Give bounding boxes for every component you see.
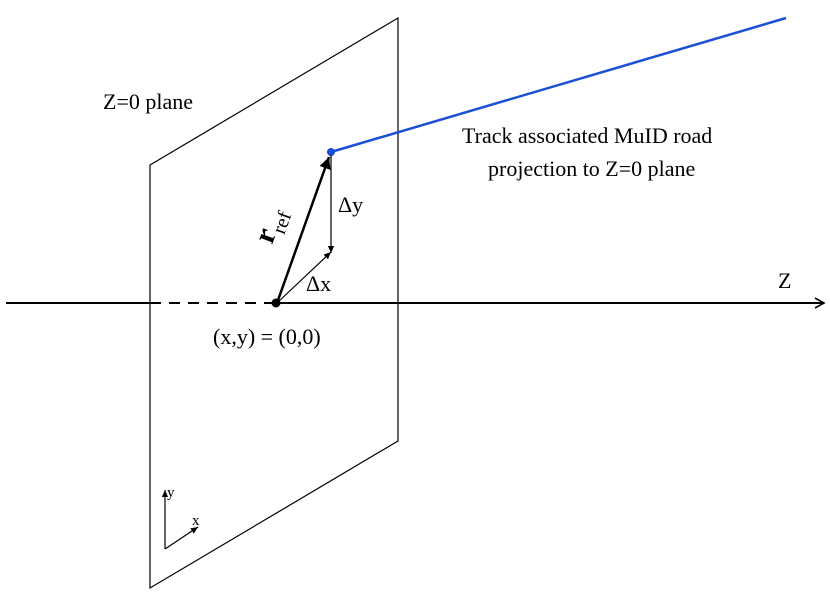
track-intersection-point xyxy=(327,148,335,156)
origin-point xyxy=(271,298,281,308)
delta-x-label: Δx xyxy=(306,271,331,296)
local-x-label: x xyxy=(192,513,200,529)
z0-plane xyxy=(149,16,399,590)
delta-x-component xyxy=(276,251,332,304)
delta-y-label: Δy xyxy=(338,192,363,217)
r-ref-vector xyxy=(275,156,331,304)
svg-text:rref: rref xyxy=(248,202,297,249)
track-label-line1: Track associated MuID road xyxy=(462,123,712,148)
z-axis-label: Z xyxy=(778,268,791,293)
plane-label: Z=0 plane xyxy=(103,89,193,114)
r-ref-label: rref xyxy=(248,202,297,249)
track-label-line2: projection to Z=0 plane xyxy=(488,156,695,181)
origin-label: (x,y) = (0,0) xyxy=(213,324,321,349)
track-projection-line xyxy=(330,16,787,154)
local-x-axis xyxy=(164,526,199,550)
local-y-label: y xyxy=(167,485,175,501)
